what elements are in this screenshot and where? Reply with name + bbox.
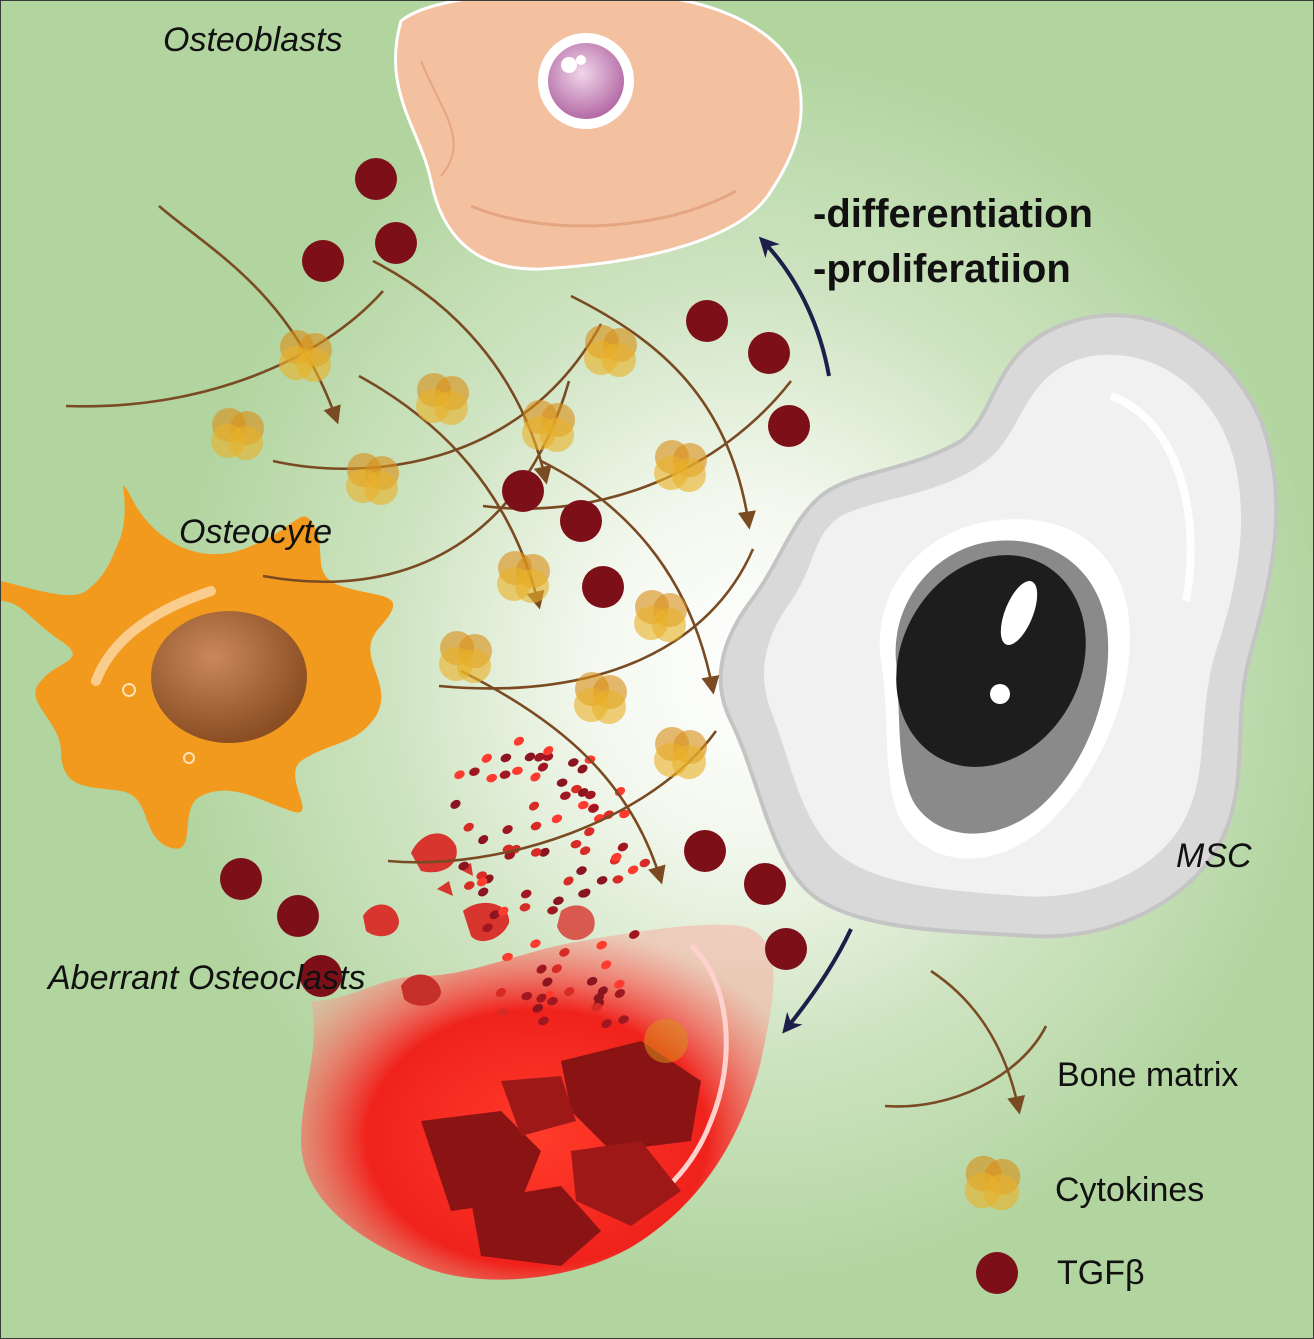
tgfb-molecule (768, 405, 810, 447)
bone-matrix-fiber (460, 669, 666, 885)
bone-matrix-fiber (158, 205, 341, 425)
cytokine-cluster (964, 1155, 1021, 1211)
aberrant-osteoclast-cell (301, 924, 774, 1280)
osteocyte-cell (1, 485, 394, 849)
tgfb-molecule (277, 895, 319, 937)
tgfb-molecule (684, 830, 726, 872)
tgfb-molecule (686, 300, 728, 342)
label-differentiation: -differentiation (813, 192, 1093, 236)
cytokine-cluster (522, 400, 575, 452)
downward-arrow (782, 928, 853, 1034)
tgfb-molecule (582, 566, 624, 608)
legend: Bone matrix Cytokines TGFβ (884, 969, 1238, 1294)
legend-bone-matrix-icon (884, 969, 1048, 1115)
cytokine-cluster (634, 590, 687, 642)
bone-matrix-fiber (65, 290, 384, 408)
tgfb-molecule (300, 955, 342, 997)
tgfb-molecule (302, 240, 344, 282)
bone-matrix-fiber (438, 548, 755, 690)
msc-cell (718, 313, 1279, 939)
label-aberrant-osteoclasts: Aberrant Osteoclasts (46, 959, 365, 997)
cytokine-cluster (346, 453, 399, 505)
legend-cytokine-icon (964, 1155, 1021, 1211)
label-osteocyte: Osteocyte (179, 513, 332, 551)
cytokine-cluster (211, 408, 264, 460)
tgfb-molecule (748, 332, 790, 374)
label-osteoblasts: Osteoblasts (163, 21, 343, 59)
cytokine-cluster (654, 727, 707, 779)
tgfb-molecule (744, 863, 786, 905)
tgfb-molecule (220, 858, 262, 900)
tgfb-molecule (355, 158, 397, 200)
bone-matrix-fiber (570, 294, 756, 530)
legend-tgfb-label: TGFβ (1057, 1254, 1145, 1292)
upward-arrow (758, 236, 831, 377)
cytokine-cluster (574, 672, 627, 724)
bone-matrix-fiber (272, 323, 603, 471)
label-proliferation: -proliferatiion (813, 247, 1071, 291)
cytokine-clusters (211, 325, 707, 779)
tgfb-molecule (560, 500, 602, 542)
cytokine-cluster (497, 551, 550, 603)
legend-cytokines-label: Cytokines (1055, 1171, 1204, 1209)
tgfb-molecules (220, 158, 810, 997)
legend-bone-matrix-label: Bone matrix (1057, 1056, 1238, 1094)
tgfb-molecule (765, 928, 807, 970)
osteoblast-cell (394, 1, 803, 271)
cytokine-cluster (439, 631, 492, 683)
tgfb-molecule (502, 470, 544, 512)
cytokine-cluster (416, 373, 469, 425)
matrix-fragments (450, 736, 651, 1029)
tgfb-molecule (375, 222, 417, 264)
label-msc: MSC (1176, 837, 1252, 875)
bone-matrix-fiber (540, 459, 720, 695)
legend-tgfb-icon (976, 1252, 1018, 1294)
cytokine-cluster (654, 440, 707, 492)
cytokine-cluster (584, 325, 637, 377)
cytokine-cluster (279, 330, 332, 382)
